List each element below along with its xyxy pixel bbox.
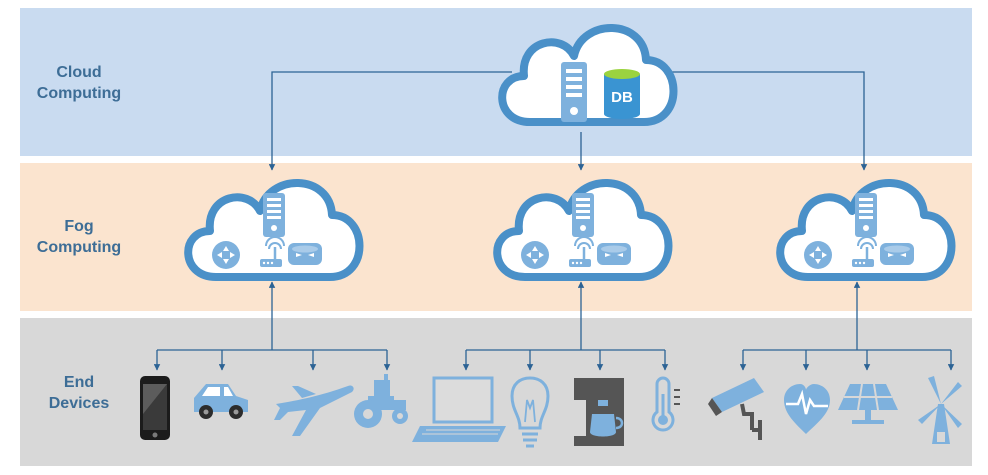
database-icon: DB bbox=[604, 69, 640, 119]
laptop-icon bbox=[412, 376, 506, 442]
connector-cloud-fog-right bbox=[652, 71, 868, 171]
central-cloud-node: DB bbox=[502, 28, 673, 122]
airplane-icon bbox=[274, 385, 354, 436]
fog-computing-label: Fog Computing bbox=[36, 218, 122, 256]
server-icon bbox=[561, 62, 587, 122]
smartphone-icon bbox=[140, 376, 170, 440]
fog-node-1 bbox=[188, 183, 359, 277]
server-icon bbox=[855, 193, 877, 237]
coffee-machine-icon bbox=[574, 378, 624, 446]
lightbulb-icon bbox=[510, 376, 550, 448]
windmill-icon bbox=[918, 376, 962, 444]
connector-cloud-fog-left bbox=[268, 71, 512, 171]
cloud-computing-label: Cloud Computing bbox=[36, 64, 122, 102]
heart-rate-icon bbox=[784, 384, 830, 434]
device-group-2 bbox=[412, 376, 680, 448]
fog-device-connectors bbox=[153, 281, 955, 371]
car-icon bbox=[194, 384, 248, 419]
fog-node-2 bbox=[497, 183, 668, 277]
thermometer-icon bbox=[651, 376, 680, 432]
device-group-1 bbox=[140, 374, 408, 440]
end-devices-label: End Devices bbox=[48, 374, 110, 412]
server-icon bbox=[572, 193, 594, 237]
tractor-icon bbox=[354, 374, 408, 428]
solar-panel-icon bbox=[838, 383, 898, 424]
cloud-shape bbox=[502, 28, 673, 122]
cloud-fog-connectors bbox=[268, 71, 868, 171]
server-icon bbox=[263, 193, 285, 237]
security-camera-icon bbox=[708, 378, 764, 440]
cloud-computing-layer bbox=[20, 8, 972, 156]
fog-node-3 bbox=[780, 183, 951, 277]
database-label: DB bbox=[611, 89, 633, 106]
device-group-3 bbox=[708, 376, 962, 444]
